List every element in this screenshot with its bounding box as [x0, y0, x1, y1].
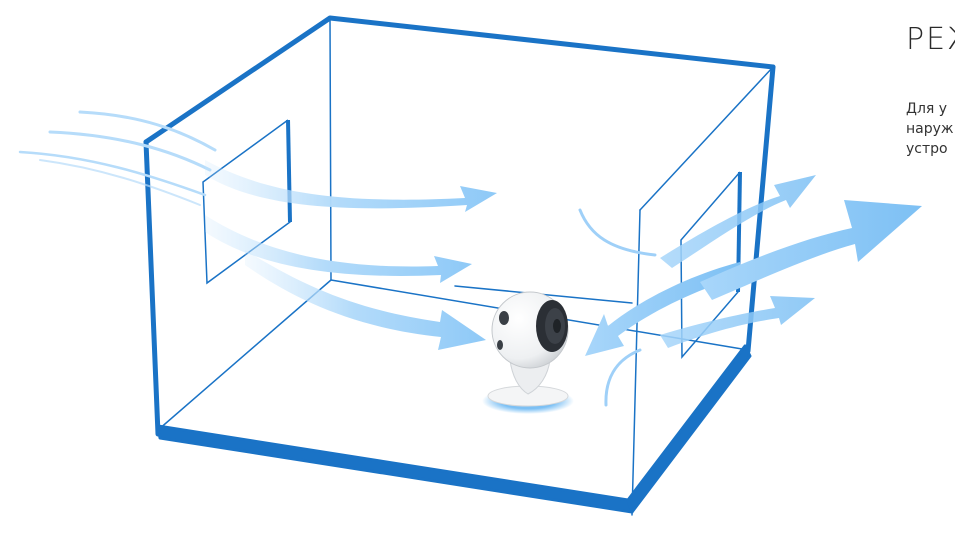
circular-fan-icon	[482, 291, 574, 414]
room-bottom-front-edge	[156, 424, 634, 514]
incoming-airflow-streaks	[18, 110, 217, 206]
room-box	[143, 15, 776, 516]
room-left-front-edge	[143, 139, 161, 437]
room-top-back-edge	[143, 15, 776, 145]
outgoing-arrow-large	[700, 200, 922, 300]
fan-side-vent	[499, 311, 509, 325]
outgoing-arrow-upper	[660, 175, 816, 268]
description-line: наруж	[906, 121, 954, 137]
airflow-arrow-upper	[205, 160, 497, 212]
left-window-frame	[202, 119, 292, 285]
description-line: Для у	[906, 101, 948, 117]
section-description: Для у наруж устро	[906, 99, 954, 159]
inner-swirl-streaks	[578, 208, 657, 407]
room-floor-back-left	[157, 279, 332, 431]
outgoing-arrow-lower	[660, 296, 815, 348]
room-bottom-right-edge	[626, 344, 752, 514]
description-line: устро	[906, 141, 948, 157]
section-title: РЕЖ	[906, 22, 955, 57]
room-front-top-right	[639, 66, 774, 211]
fan-stand	[509, 359, 551, 395]
room-back-vertical	[329, 17, 332, 281]
airflow-arrow-to-fan	[245, 250, 486, 350]
room-front-right-vertical	[631, 209, 641, 516]
airflow-arrow-middle	[205, 215, 472, 283]
